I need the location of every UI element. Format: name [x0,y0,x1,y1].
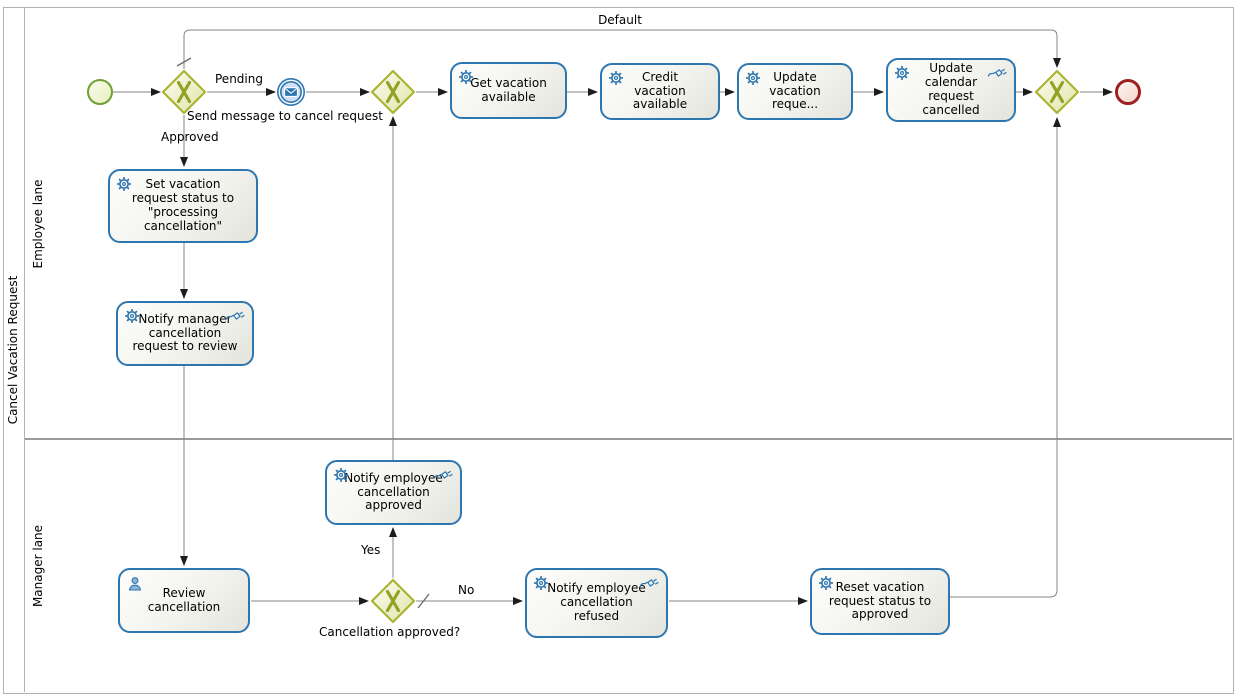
task-label: Review cancellation [147,585,221,614]
task-label: Get vacation available [470,75,547,104]
task-label: Notify employee cancellation approved [344,470,443,513]
pool-title-band [3,7,25,692]
gear-icon [458,69,474,85]
gear-icon [745,70,761,86]
gear-icon [818,575,834,591]
plug-icon [433,467,455,482]
task-review-cancellation[interactable]: Review cancellation [118,568,250,633]
task-get-vacation-available[interactable]: Get vacation available [450,62,567,119]
task-label: Notify manager cancellation request to r… [132,311,238,354]
gear-icon [608,70,624,86]
flow-label-yes: Yes [361,543,381,557]
gateway-cancellation-approved[interactable] [370,578,416,624]
task-notify-employee-cancellation-approved[interactable]: Notify employee cancellation approved [325,460,462,525]
flow-label-no: No [458,583,475,597]
message-event-label: Send message to cancel request [187,109,383,123]
plug-icon [225,308,247,323]
gateway-merge-top[interactable] [370,69,416,115]
start-event[interactable] [86,78,114,106]
task-label: Update vacation reque... [769,69,821,112]
flow-label-default: Default [598,13,642,27]
user-icon [127,576,143,592]
flow-label-approved: Approved [161,130,219,144]
gear-icon [333,467,349,483]
gateway-label-cancellation-approved: Cancellation approved? [319,625,461,639]
task-notify-employee-cancellation-refused[interactable]: Notify employee cancellation refused [525,568,668,638]
gateway-merge-end[interactable] [1034,69,1080,115]
task-reset-vacation-request-status[interactable]: Reset vacation request status to approve… [810,568,950,635]
default-flow-slash [176,57,192,67]
gateway-cancel-split[interactable] [161,69,207,115]
task-set-vacation-request-status[interactable]: Set vacation request status to "processi… [108,169,258,243]
end-event[interactable] [1113,77,1143,107]
task-update-calendar-request-cancelled[interactable]: Update calendar request cancelled [886,58,1016,122]
task-credit-vacation-available[interactable]: Credit vacation available [600,63,720,120]
task-label: Credit vacation available [632,69,688,112]
envelope-icon [284,87,298,97]
flow-label-pending: Pending [215,72,263,86]
task-label: Update calendar request cancelled [922,61,980,117]
lane-divider [25,438,1232,440]
gear-icon [124,308,140,324]
task-label: Notify employee cancellation refused [547,581,646,623]
gear-icon [894,65,910,81]
plug-icon [639,575,661,590]
message-intermediate-event[interactable] [276,77,306,107]
task-label: Set vacation request status to "processi… [131,177,235,233]
task-update-vacation-request[interactable]: Update vacation reque... [737,63,853,120]
task-label: Reset vacation request status to approve… [828,579,932,622]
gear-icon [116,176,132,192]
gear-icon [533,575,549,591]
task-notify-manager-cancellation[interactable]: Notify manager cancellation request to r… [116,301,254,366]
default-flow-slash [417,593,430,609]
plug-icon [987,65,1009,80]
